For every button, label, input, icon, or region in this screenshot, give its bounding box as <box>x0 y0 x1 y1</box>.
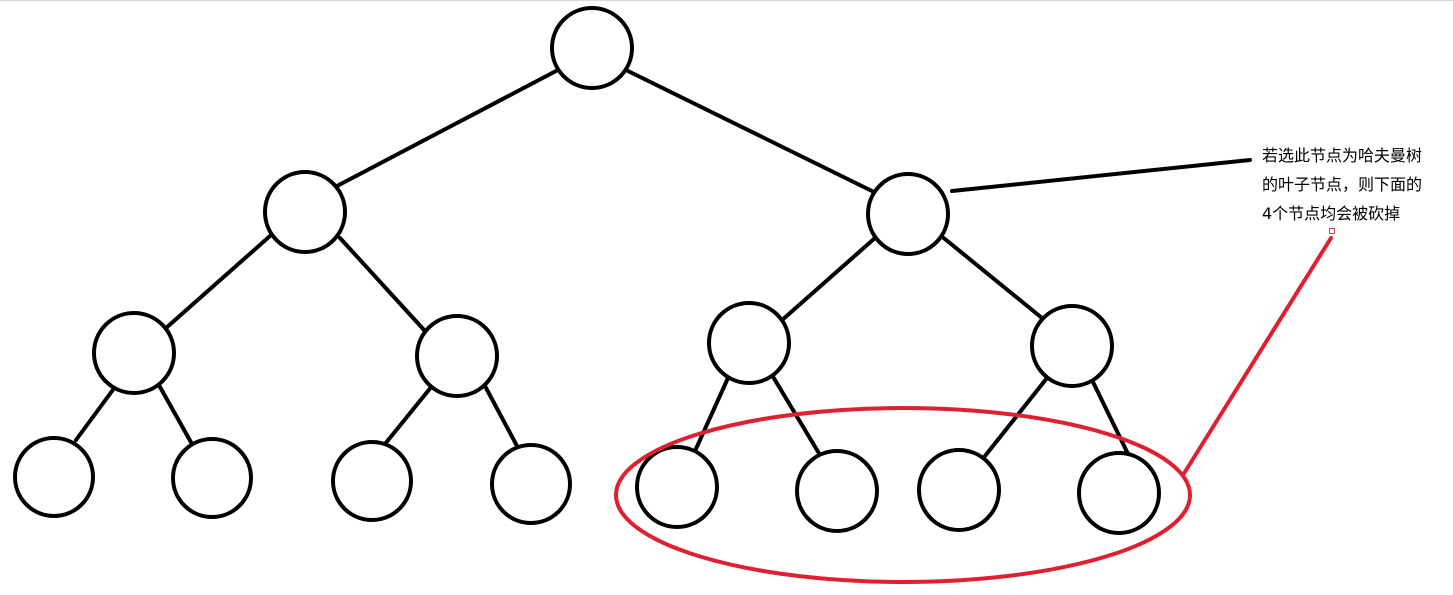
tree-node-l3a <box>13 436 95 518</box>
annotation-line-2: 的叶子节点，则下面的 <box>1262 175 1423 194</box>
tree-edge <box>1091 380 1132 460</box>
tree-node-l2d <box>1030 304 1114 388</box>
tree-node-l1b <box>866 172 950 256</box>
tree-node-l2a <box>92 311 176 395</box>
tree-node-l3e <box>635 445 719 529</box>
tree-node-l3h <box>1077 451 1161 535</box>
tree-node-l3d <box>490 443 572 525</box>
tree-edge <box>338 236 427 333</box>
tree-edge <box>335 69 558 188</box>
tree-node-root <box>550 6 634 90</box>
tree-edge <box>74 385 117 442</box>
tree-node-l3b <box>171 437 253 519</box>
annotation-leader-line <box>950 158 1252 193</box>
highlight-connector-line <box>1181 236 1333 477</box>
annotation-line-1: 若选此节点为哈夫曼树 <box>1262 146 1423 165</box>
tree-edge <box>779 236 877 323</box>
tree-edge <box>158 385 194 446</box>
tree-edge <box>693 376 730 453</box>
tree-node-l1a <box>263 170 347 254</box>
tree-edge <box>483 384 519 448</box>
annotation-anchor-handle <box>1329 228 1335 234</box>
annotation-text: 若选此节点为哈夫曼树 的叶子节点，则下面的 4个节点均会被砍掉 <box>1262 141 1452 228</box>
tree-edge <box>164 234 272 330</box>
annotation-line-3: 4个节点均会被砍掉 <box>1262 204 1401 223</box>
tree-node-l2c <box>707 301 791 385</box>
tree-node-l3c <box>331 440 413 522</box>
tree-node-l3g <box>917 448 1001 532</box>
tree-edge <box>383 384 434 446</box>
tree-edge <box>938 233 1044 320</box>
tree-node-l2b <box>415 314 499 398</box>
tree-node-l3f <box>795 449 879 533</box>
highlight-ellipse <box>614 406 1192 584</box>
tree-edge <box>626 69 878 195</box>
canvas-top-border <box>0 0 1453 1</box>
